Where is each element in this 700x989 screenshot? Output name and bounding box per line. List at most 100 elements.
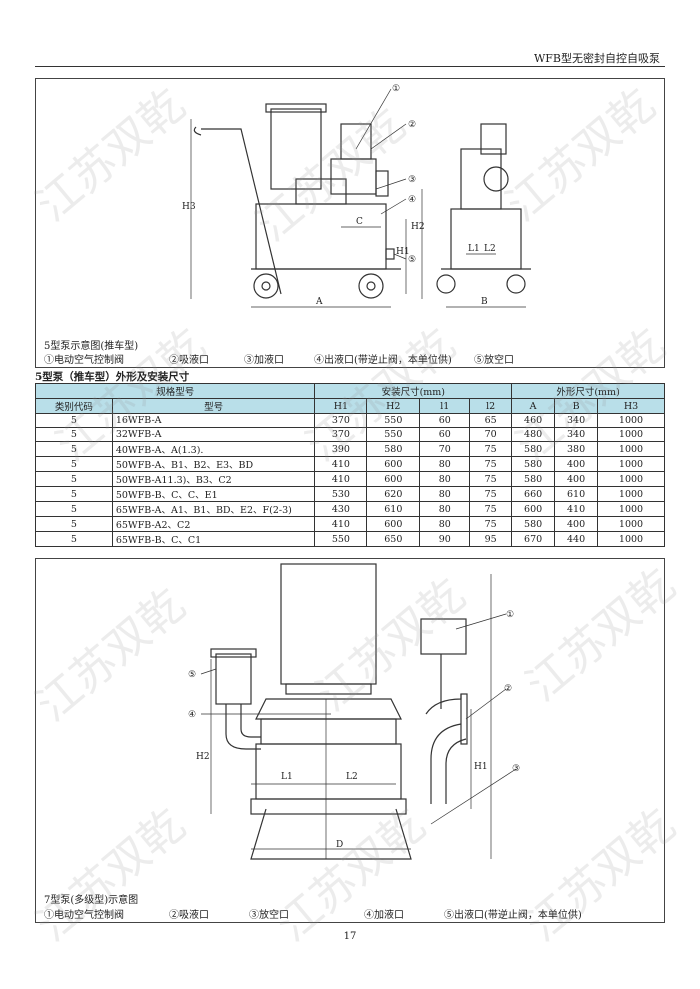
legend-item: ②吸液口 bbox=[169, 910, 209, 921]
column-header: l2 bbox=[469, 398, 513, 414]
table-cell: 1000 bbox=[597, 456, 665, 472]
callout-3: ③ bbox=[512, 764, 520, 774]
table-cell: 340 bbox=[554, 413, 599, 428]
table-cell: 75 bbox=[469, 486, 513, 502]
table-cell: 75 bbox=[469, 501, 513, 517]
dim-l2: L2 bbox=[484, 244, 496, 254]
table-cell: 40WFB-A、A(1.3). bbox=[111, 441, 316, 457]
group-header: 规格型号 bbox=[34, 383, 316, 399]
table-cell: 5 bbox=[35, 441, 113, 457]
table-cell: 5 bbox=[35, 501, 113, 517]
column-header: 型号 bbox=[111, 398, 316, 414]
table-cell: 5 bbox=[35, 471, 113, 487]
dim-h2: H2 bbox=[196, 752, 210, 762]
table-cell: 580 bbox=[511, 471, 556, 487]
table-cell: 80 bbox=[419, 501, 471, 517]
dim-l1: L1 bbox=[281, 772, 293, 782]
table-cell: 400 bbox=[554, 516, 599, 532]
table-cell: 600 bbox=[366, 456, 421, 472]
dim-h3: H3 bbox=[182, 202, 196, 212]
table-cell: 610 bbox=[366, 501, 421, 517]
table-cell: 580 bbox=[511, 456, 556, 472]
table-cell: 620 bbox=[366, 486, 421, 502]
table-cell: 430 bbox=[314, 501, 368, 517]
table-cell: 5 bbox=[35, 516, 113, 532]
running-header: WFB型无密封自控自吸泵 bbox=[533, 52, 660, 65]
figure-2-frame: H2 H1 L1 L2 D ① ② ③ ④ ⑤ 7型泵(多级型)示意图 ①电动空… bbox=[35, 558, 665, 923]
table-cell: 550 bbox=[314, 531, 368, 547]
callout-3: ③ bbox=[408, 175, 416, 185]
dim-c: C bbox=[356, 217, 363, 227]
table-cell: 80 bbox=[419, 456, 471, 472]
legend-item: ⑤出液口(带逆止阀，本单位供) bbox=[444, 910, 582, 921]
table-cell: 80 bbox=[419, 471, 471, 487]
table-cell: 650 bbox=[366, 531, 421, 547]
table-cell: 400 bbox=[554, 456, 599, 472]
table-cell: 370 bbox=[314, 413, 368, 428]
table-cell: 75 bbox=[469, 471, 513, 487]
table-cell: 380 bbox=[554, 441, 599, 457]
table-cell: 5 bbox=[35, 456, 113, 472]
table-cell: 32WFB-A bbox=[111, 427, 316, 442]
legend-item: ②吸液口 bbox=[169, 355, 209, 366]
table-cell: 16WFB-A bbox=[111, 413, 316, 428]
column-header: H2 bbox=[366, 398, 421, 414]
legend-item: ③放空口 bbox=[249, 910, 289, 921]
table-cell: 610 bbox=[554, 486, 599, 502]
table-cell: 65WFB-B、C、C1 bbox=[111, 531, 316, 547]
figure-2-caption: 7型泵(多级型)示意图 bbox=[44, 895, 139, 906]
dim-h1: H1 bbox=[474, 762, 488, 772]
table-cell: 5 bbox=[35, 427, 113, 442]
legend-item: ④加液口 bbox=[364, 910, 404, 921]
legend-item: ①电动空气控制阀 bbox=[44, 355, 124, 366]
table-cell: 5 bbox=[35, 486, 113, 502]
table-cell: 70 bbox=[419, 441, 471, 457]
table-cell: 390 bbox=[314, 441, 368, 457]
callout-1: ① bbox=[506, 610, 514, 620]
table-cell: 1000 bbox=[597, 413, 665, 428]
table-cell: 80 bbox=[419, 516, 471, 532]
table-cell: 580 bbox=[511, 441, 556, 457]
table-cell: 550 bbox=[366, 427, 421, 442]
table-cell: 410 bbox=[314, 456, 368, 472]
column-header: 类别代码 bbox=[35, 398, 113, 414]
table-cell: 670 bbox=[511, 531, 556, 547]
figure-1-frame: H3 H1 H2 C A B L1 L2 ① ② ③ ④ ⑤ 5型泵示意图(推车… bbox=[35, 78, 665, 368]
callout-2: ② bbox=[504, 684, 512, 694]
table-cell: 5 bbox=[35, 531, 113, 547]
dim-a: A bbox=[315, 297, 323, 307]
callout-2: ② bbox=[408, 120, 416, 130]
table-cell: 460 bbox=[511, 413, 556, 428]
table-cell: 80 bbox=[419, 486, 471, 502]
table-cell: 580 bbox=[511, 516, 556, 532]
table-cell: 1000 bbox=[597, 516, 665, 532]
table-cell: 1000 bbox=[597, 471, 665, 487]
table-cell: 50WFB-B、C、C、E1 bbox=[111, 486, 316, 502]
table-cell: 1000 bbox=[597, 427, 665, 442]
dim-l2: L2 bbox=[346, 772, 358, 782]
callout-1: ① bbox=[392, 84, 400, 94]
group-header: 安装尺寸(mm) bbox=[314, 383, 513, 399]
table-cell: 70 bbox=[469, 427, 513, 442]
callout-5: ⑤ bbox=[408, 255, 416, 265]
table-cell: 65WFB-A、A1、B1、BD、E2、F(2-3) bbox=[111, 501, 316, 517]
dim-b: B bbox=[481, 297, 488, 307]
column-header: H3 bbox=[597, 398, 665, 414]
table-cell: 580 bbox=[366, 441, 421, 457]
multistage-pump-diagram: H2 H1 L1 L2 D ① ② ③ ④ ⑤ bbox=[188, 563, 520, 860]
callout-5: ⑤ bbox=[188, 670, 196, 680]
table-cell: 410 bbox=[314, 516, 368, 532]
column-header: H1 bbox=[314, 398, 368, 414]
column-header: B bbox=[554, 398, 599, 414]
table-cell: 660 bbox=[511, 486, 556, 502]
table-cell: 370 bbox=[314, 427, 368, 442]
table-cell: 600 bbox=[511, 501, 556, 517]
table-cell: 480 bbox=[511, 427, 556, 442]
callout-4: ④ bbox=[408, 195, 416, 205]
